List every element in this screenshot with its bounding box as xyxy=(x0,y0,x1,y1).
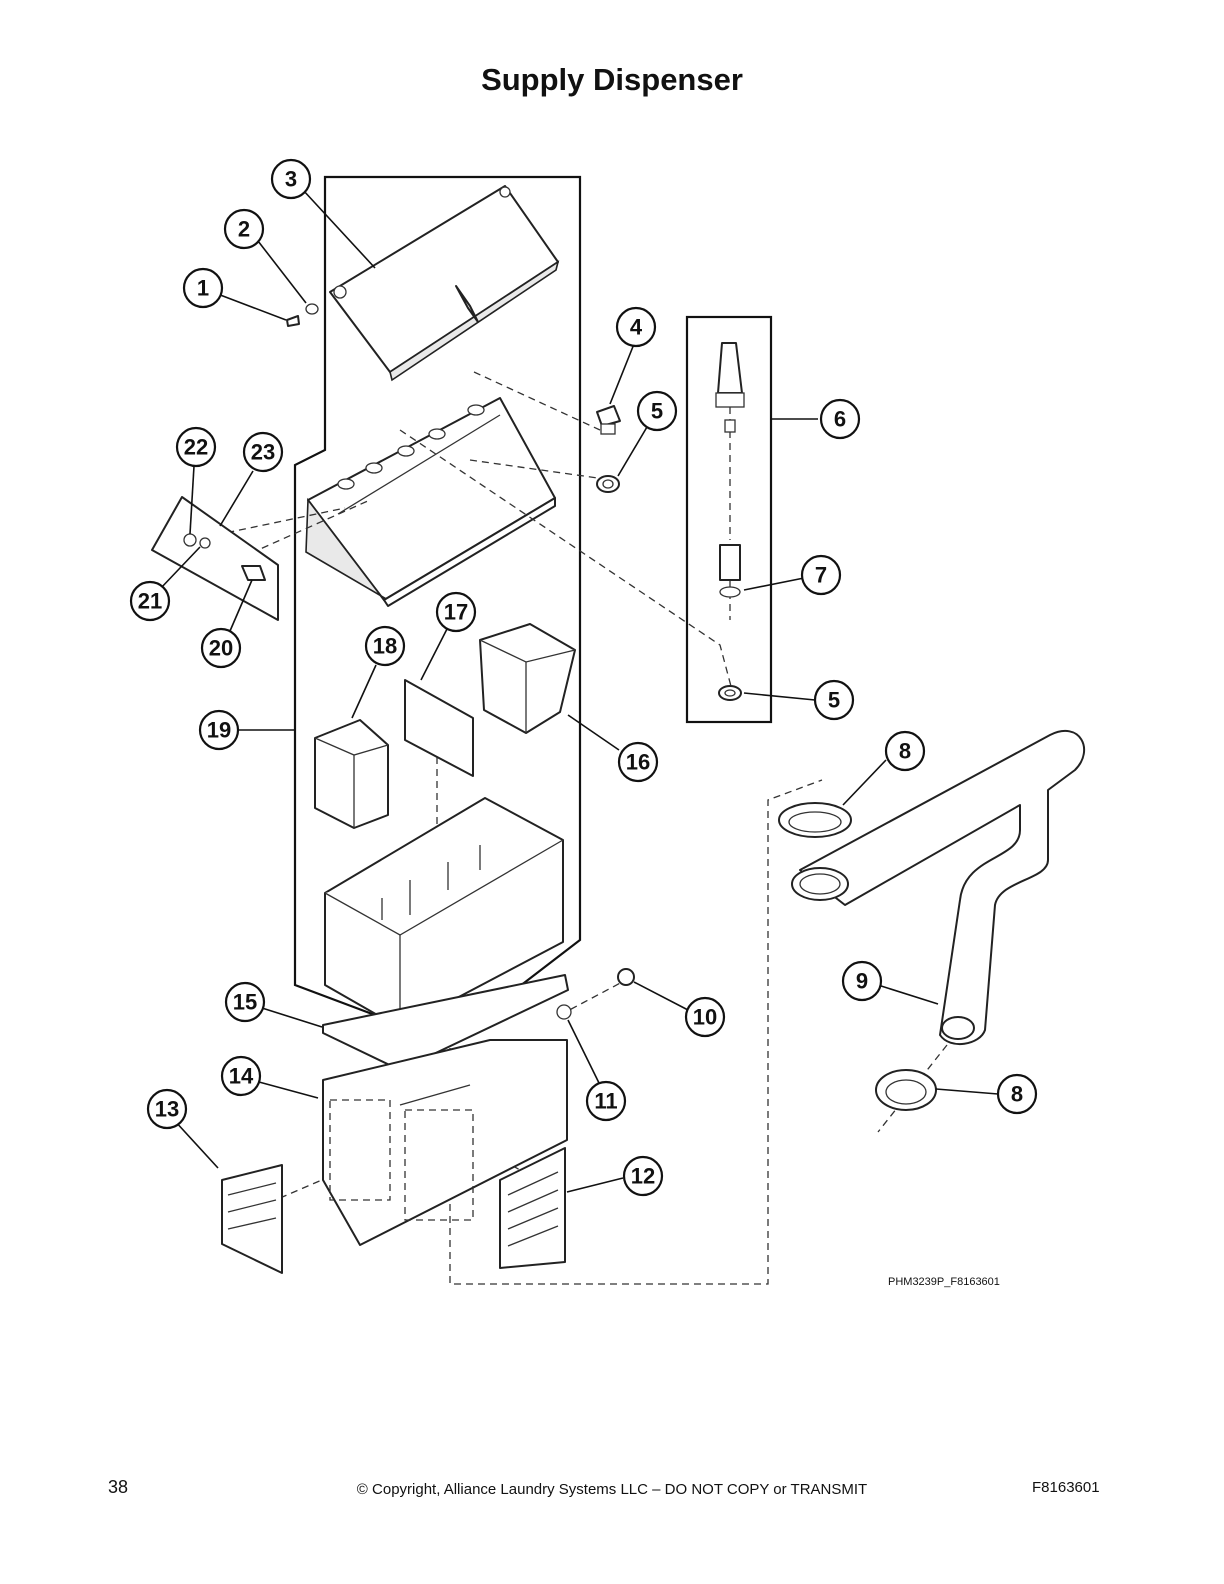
callout-18: 18 xyxy=(364,625,406,667)
svg-text:2: 2 xyxy=(238,217,250,242)
front-panel-14 xyxy=(322,1039,568,1246)
svg-text:5: 5 xyxy=(651,399,663,424)
callout-19: 19 xyxy=(198,709,240,751)
callout-6: 6 xyxy=(819,398,861,440)
clamp-8-lower xyxy=(875,1069,937,1111)
document-code: F8163601 xyxy=(1032,1479,1100,1496)
rail-15 xyxy=(322,974,569,1071)
callout-20: 20 xyxy=(200,627,242,669)
warning-label-13 xyxy=(221,1164,283,1274)
svg-text:16: 16 xyxy=(626,750,650,775)
cup-16 xyxy=(479,623,576,734)
callout-1: 1 xyxy=(182,267,224,309)
svg-text:1: 1 xyxy=(197,276,209,301)
callout-9: 9 xyxy=(841,960,883,1002)
callout-12: 12 xyxy=(622,1155,664,1197)
callout-5-lower: 5 xyxy=(813,679,855,721)
svg-text:22: 22 xyxy=(184,435,208,460)
assembly-frame-19 xyxy=(293,175,582,1044)
screw-and-washer xyxy=(286,303,319,327)
svg-text:20: 20 xyxy=(209,636,233,661)
svg-text:4: 4 xyxy=(630,315,643,340)
svg-text:18: 18 xyxy=(373,634,397,659)
callout-17: 17 xyxy=(435,591,477,633)
svg-text:12: 12 xyxy=(631,1164,655,1189)
svg-text:19: 19 xyxy=(207,718,231,743)
callout-2: 2 xyxy=(223,208,265,250)
svg-text:17: 17 xyxy=(444,600,468,625)
cup-18 xyxy=(314,719,389,829)
clamp-8-upper xyxy=(778,802,852,838)
callout-13: 13 xyxy=(146,1088,188,1130)
svg-text:11: 11 xyxy=(594,1089,617,1114)
callout-16: 16 xyxy=(617,741,659,783)
mounting-bracket xyxy=(151,496,279,621)
callout-14: 14 xyxy=(220,1055,262,1097)
callout-11: 11 xyxy=(585,1080,627,1122)
svg-text:8: 8 xyxy=(1011,1082,1023,1107)
svg-text:15: 15 xyxy=(233,990,257,1015)
divider-17 xyxy=(404,679,474,777)
nozzle-kit-frame-6 xyxy=(685,315,773,724)
lid-part xyxy=(329,185,560,382)
svg-text:21: 21 xyxy=(138,589,162,614)
callout-8-upper: 8 xyxy=(884,730,926,772)
nozzle-parts xyxy=(715,342,745,701)
hopper-box xyxy=(324,797,564,1029)
copyright-notice: © Copyright, Alliance Laundry Systems LL… xyxy=(356,1481,868,1498)
callout-4: 4 xyxy=(615,306,657,348)
svg-text:13: 13 xyxy=(155,1097,179,1122)
hose-9 xyxy=(791,729,1086,1046)
warning-label-12 xyxy=(499,1147,566,1269)
callout-7: 7 xyxy=(800,554,842,596)
svg-text:14: 14 xyxy=(229,1064,254,1089)
callout-8-lower: 8 xyxy=(996,1073,1038,1115)
svg-text:8: 8 xyxy=(899,739,911,764)
callout-10: 10 xyxy=(684,996,726,1038)
svg-text:10: 10 xyxy=(693,1005,717,1030)
callout-22: 22 xyxy=(175,426,217,468)
page-title: Supply Dispenser xyxy=(481,62,743,97)
svg-text:3: 3 xyxy=(285,167,297,192)
svg-text:9: 9 xyxy=(856,969,868,994)
svg-text:7: 7 xyxy=(815,563,827,588)
callout-21: 21 xyxy=(129,580,171,622)
svg-text:6: 6 xyxy=(834,407,846,432)
callout-23: 23 xyxy=(242,431,284,473)
svg-text:23: 23 xyxy=(251,440,275,465)
callout-3: 3 xyxy=(270,158,312,200)
dispenser-tray xyxy=(305,397,556,607)
plug-and-nut xyxy=(596,405,621,493)
callout-15: 15 xyxy=(224,981,266,1023)
page-number: 38 xyxy=(108,1477,129,1497)
nut-and-washer xyxy=(556,968,635,1020)
callout-5-upper: 5 xyxy=(636,390,678,432)
drawing-id: PHM3239P_F8163601 xyxy=(888,1276,1000,1288)
svg-text:5: 5 xyxy=(828,688,840,713)
